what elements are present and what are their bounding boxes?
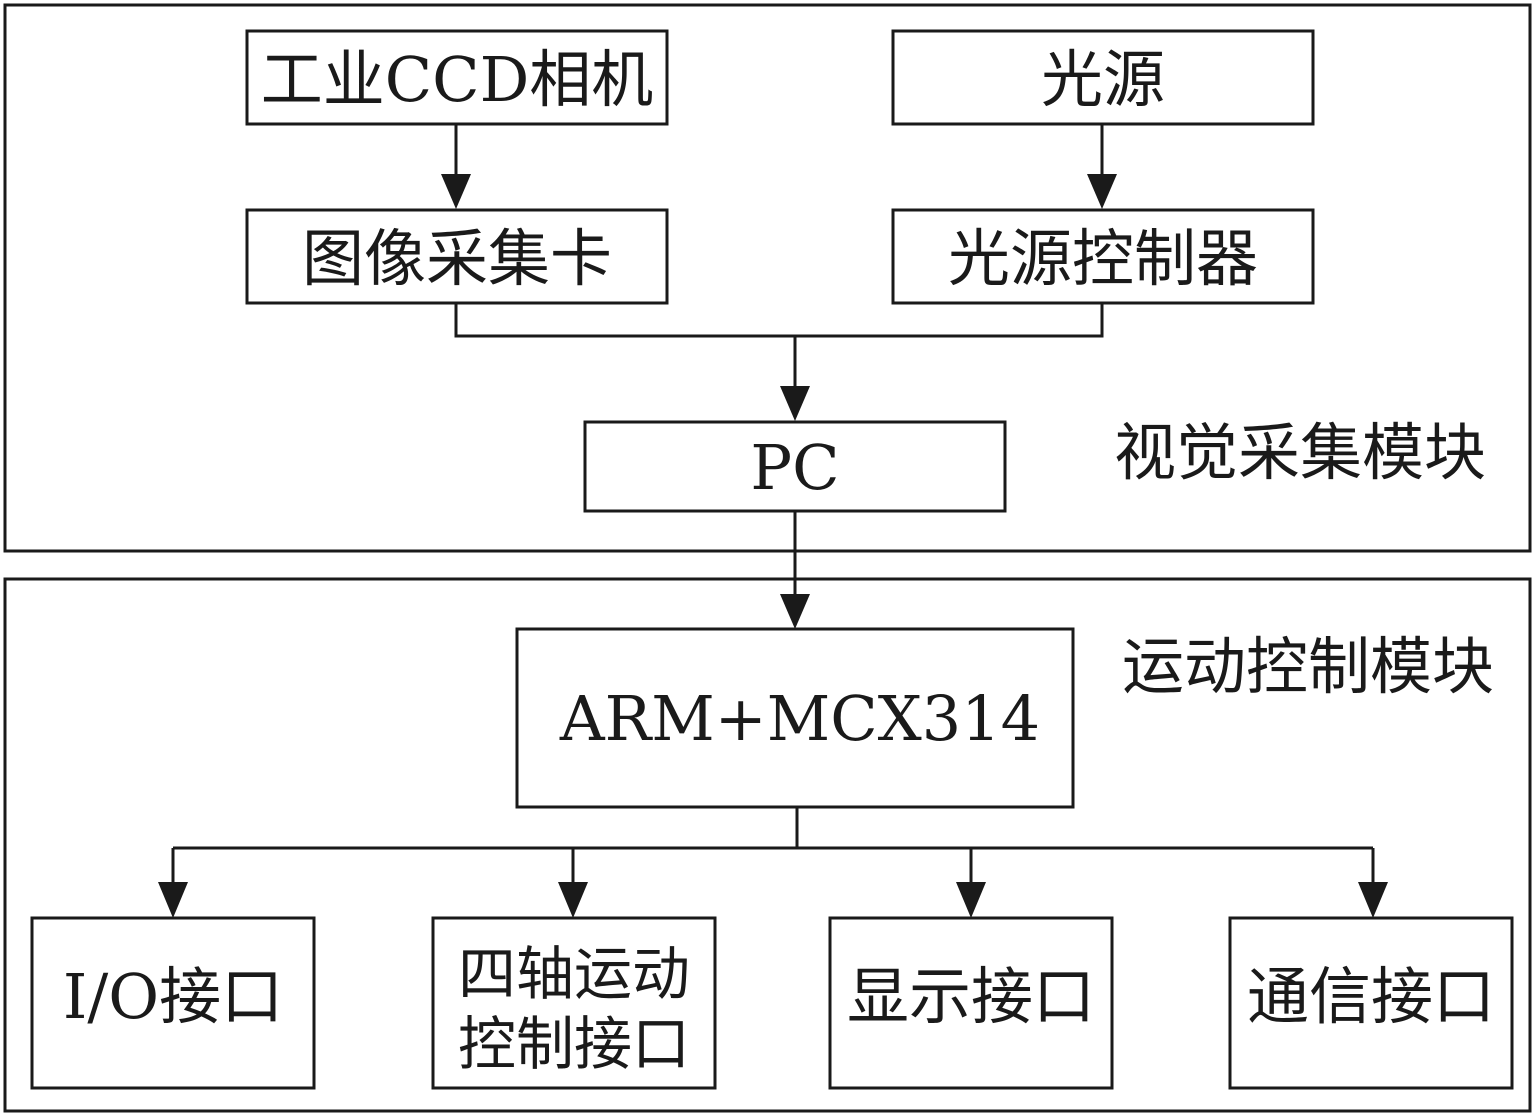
arrow-camera-to-card-head xyxy=(441,174,471,209)
node-light-label: 光源 xyxy=(1041,43,1165,116)
node-controller-label: ARM+MCX314 xyxy=(559,682,1040,755)
node-comm: 通信接口 xyxy=(1228,916,1514,1090)
merge-to-pc-line xyxy=(454,303,1104,338)
node-light: 光源 xyxy=(891,29,1315,126)
node-four-axis-label-line1: 四轴运动 xyxy=(458,940,690,1008)
arrow-to-comm-head xyxy=(1358,882,1388,918)
node-four-axis-label-line2: 控制接口 xyxy=(458,1010,690,1078)
node-camera: 工业CCD相机 xyxy=(245,29,669,126)
node-comm-label: 通信接口 xyxy=(1247,960,1495,1033)
node-io: I/O接口 xyxy=(30,916,316,1090)
vision-module-frame xyxy=(3,3,1532,553)
node-display-label: 显示接口 xyxy=(847,960,1095,1033)
arrow-to-io-head xyxy=(158,882,188,918)
arrow-to-display-head xyxy=(956,882,986,918)
arrow-pc-to-controller-head xyxy=(780,594,810,629)
node-camera-label: 工业CCD相机 xyxy=(261,43,654,116)
node-light-controller: 光源控制器 xyxy=(891,208,1315,305)
node-display: 显示接口 xyxy=(828,916,1114,1090)
node-controller: ARM+MCX314 xyxy=(515,627,1075,809)
arrow-to-pc-head xyxy=(780,386,810,421)
node-capture-card-label: 图像采集卡 xyxy=(302,222,612,295)
arrow-light-to-controller-head xyxy=(1087,174,1117,209)
node-pc: PC xyxy=(583,420,1007,513)
node-four-axis: 四轴运动 控制接口 xyxy=(431,916,717,1090)
arrow-to-four-axis-head xyxy=(558,882,588,918)
motion-module-label: 运动控制模块 xyxy=(1122,630,1494,703)
node-io-label: I/O接口 xyxy=(63,960,283,1033)
node-light-controller-label: 光源控制器 xyxy=(948,222,1258,295)
node-capture-card: 图像采集卡 xyxy=(245,208,669,305)
vision-module-label: 视觉采集模块 xyxy=(1114,416,1486,489)
node-pc-label: PC xyxy=(750,431,839,504)
motion-module-frame xyxy=(3,577,1532,1113)
